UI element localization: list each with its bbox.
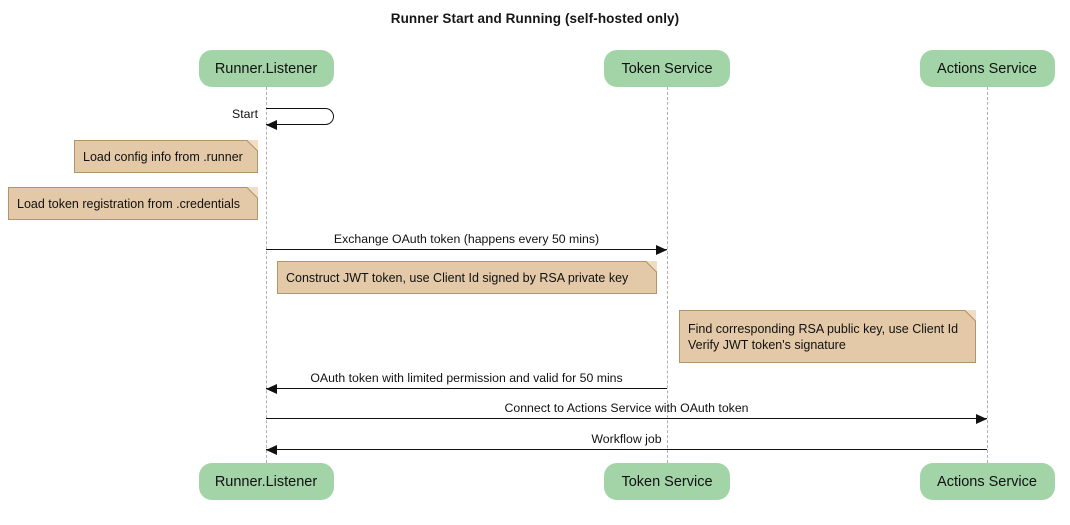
- note-text: Load token registration from .credential…: [17, 196, 241, 211]
- self-message-loop: [266, 108, 334, 125]
- message-label: OAuth token with limited permission and …: [310, 371, 623, 385]
- participant-token-bottom[interactable]: Token Service: [604, 463, 730, 500]
- message-arrowhead-right: [656, 244, 667, 255]
- note: Find corresponding RSA public key, use C…: [679, 310, 976, 363]
- message-label: Connect to Actions Service with OAuth to…: [504, 401, 749, 415]
- participant-token-top[interactable]: Token Service: [604, 50, 730, 87]
- participant-actions-top[interactable]: Actions Service: [919, 50, 1055, 87]
- participant-runner-bottom[interactable]: Runner.Listener: [198, 463, 334, 500]
- message-label: Exchange OAuth token (happens every 50 m…: [333, 232, 600, 246]
- note: Load config info from .runner: [74, 140, 258, 173]
- note-fold-edge: [964, 310, 976, 322]
- self-message-arrowhead-left: [266, 119, 277, 130]
- note-fold-edge: [246, 140, 258, 152]
- message-arrowhead-right: [976, 413, 987, 424]
- lifeline-runner: [266, 87, 267, 463]
- note-fold-edge: [645, 261, 657, 273]
- note: Construct JWT token, use Client Id signe…: [277, 261, 657, 294]
- participant-runner-top[interactable]: Runner.Listener: [198, 50, 334, 87]
- note-fold-edge: [246, 187, 258, 199]
- message-line: [266, 449, 987, 450]
- message-line: [266, 418, 987, 419]
- participant-actions-bottom[interactable]: Actions Service: [919, 463, 1055, 500]
- self-message-label: Start: [232, 107, 258, 121]
- note-text: Load config info from .runner: [83, 149, 243, 164]
- message-line: [266, 388, 667, 389]
- message-arrowhead-left: [266, 383, 277, 394]
- message-label: Workflow job: [591, 432, 662, 446]
- lifeline-actions: [987, 87, 988, 463]
- note-text: Find corresponding RSA public key, use C…: [688, 321, 959, 352]
- diagram-title: Runner Start and Running (self-hosted on…: [390, 11, 680, 26]
- lifeline-token: [667, 87, 668, 463]
- note-text: Construct JWT token, use Client Id signe…: [286, 270, 629, 285]
- message-arrowhead-left: [266, 444, 277, 455]
- message-line: [266, 249, 667, 250]
- note: Load token registration from .credential…: [8, 187, 258, 220]
